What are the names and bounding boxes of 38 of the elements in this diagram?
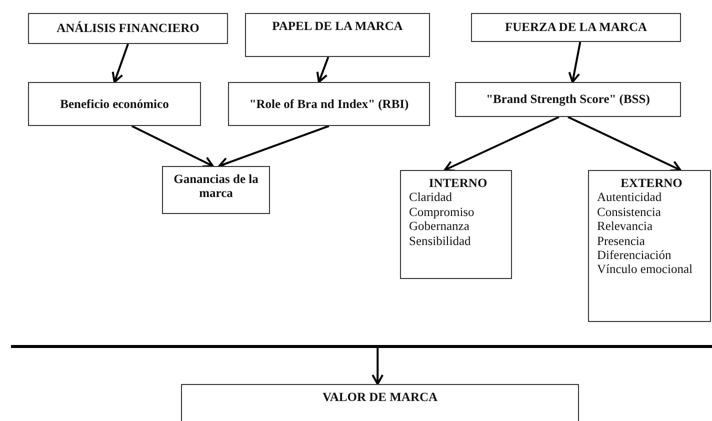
arrow: [444, 116, 560, 172]
text-box: [245, 13, 430, 57]
box-heading: EXTERNO: [620, 176, 684, 190]
list-item: Compromiso: [409, 204, 476, 220]
list-item: Autenticidad: [597, 190, 663, 205]
box-heading: PAPEL DE LA MARCA: [271, 19, 404, 34]
text-box: [400, 170, 512, 279]
text-box: [28, 82, 201, 126]
text-box: [588, 170, 711, 322]
box-heading: "Brand Strength Score" (BSS): [486, 92, 650, 107]
list-item: Vínculo emocional: [597, 262, 694, 277]
arrow: [112, 44, 129, 83]
list-item: Relevancia: [597, 219, 654, 234]
arrow: [568, 42, 582, 83]
box-heading: ANÁLISIS FINANCIERO: [56, 21, 200, 36]
list-item: Diferenciación: [597, 248, 672, 262]
list-item: Consistencia: [597, 204, 662, 220]
box-heading: "Role of Bra nd Index" (RBI): [249, 96, 409, 112]
arrow: [218, 125, 330, 169]
arrow: [131, 125, 214, 168]
horizontal-bar: [11, 345, 712, 348]
list-item: Sensibilidad: [409, 234, 472, 248]
text-box: [162, 166, 270, 214]
arrow: [316, 56, 330, 83]
box-heading: Beneficio económico: [60, 96, 169, 112]
list-item: Claridad: [409, 190, 454, 205]
arrow: [372, 348, 384, 385]
text-box: [471, 13, 681, 42]
box-heading: VALOR DE MARCA: [321, 390, 439, 404]
text-box: [28, 13, 228, 44]
box-heading: Ganancias de la marca: [172, 172, 260, 201]
box-heading: FUERZA DE LA MARCA: [504, 20, 648, 35]
arrow: [568, 116, 682, 172]
list-item: Gobernanza: [409, 219, 470, 234]
list-item: Presencia: [597, 234, 646, 248]
text-box: [455, 82, 681, 117]
box-heading: INTERNO: [428, 176, 488, 190]
text-box: [228, 82, 430, 126]
